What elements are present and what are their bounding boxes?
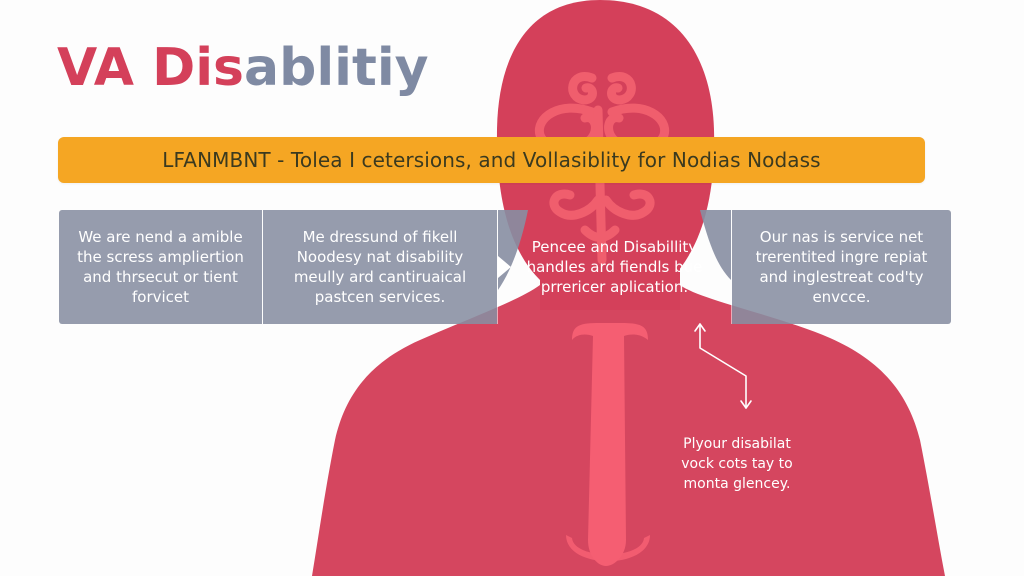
step-card-1-text: We are nend a amible the scress ampliert…: [77, 228, 244, 306]
subtitle-banner: LFANMBNT - Tolea I cetersions, and Volla…: [58, 137, 925, 183]
spine-icon: [566, 323, 650, 566]
card-divider: [262, 210, 263, 324]
step-card-2: Me dressund of fikell Noodesy nat disabi…: [263, 210, 497, 324]
step-card-4-text: Our nas is service net trerentited ingre…: [755, 228, 928, 306]
body-shape: [312, 285, 945, 576]
double-headed-zigzag-arrow-icon: [694, 323, 752, 409]
step-card-3-text: Pencee and Disabillity handles ard fiend…: [526, 238, 703, 296]
step-card-3: Pencee and Disabillity handles ard fiend…: [498, 210, 731, 324]
title-part-red: VA Dis: [57, 38, 245, 98]
banner-text: LFANMBNT - Tolea I cetersions, and Volla…: [162, 148, 821, 172]
step-card-2-text: Me dressund of fikell Noodesy nat disabi…: [293, 228, 467, 306]
title-part-gray: ablitiy: [244, 38, 429, 98]
page-title: VA Disablitiy: [57, 38, 429, 98]
annotation-caption: Plyour disabilat vock cots tay to monta …: [681, 436, 793, 492]
step-card-1: We are nend a amible the scress ampliert…: [59, 210, 262, 324]
step-card-4: Our nas is service net trerentited ingre…: [732, 210, 951, 324]
card-divider: [731, 210, 732, 324]
card-divider: [497, 210, 498, 324]
triangle-right-icon: [498, 256, 511, 278]
